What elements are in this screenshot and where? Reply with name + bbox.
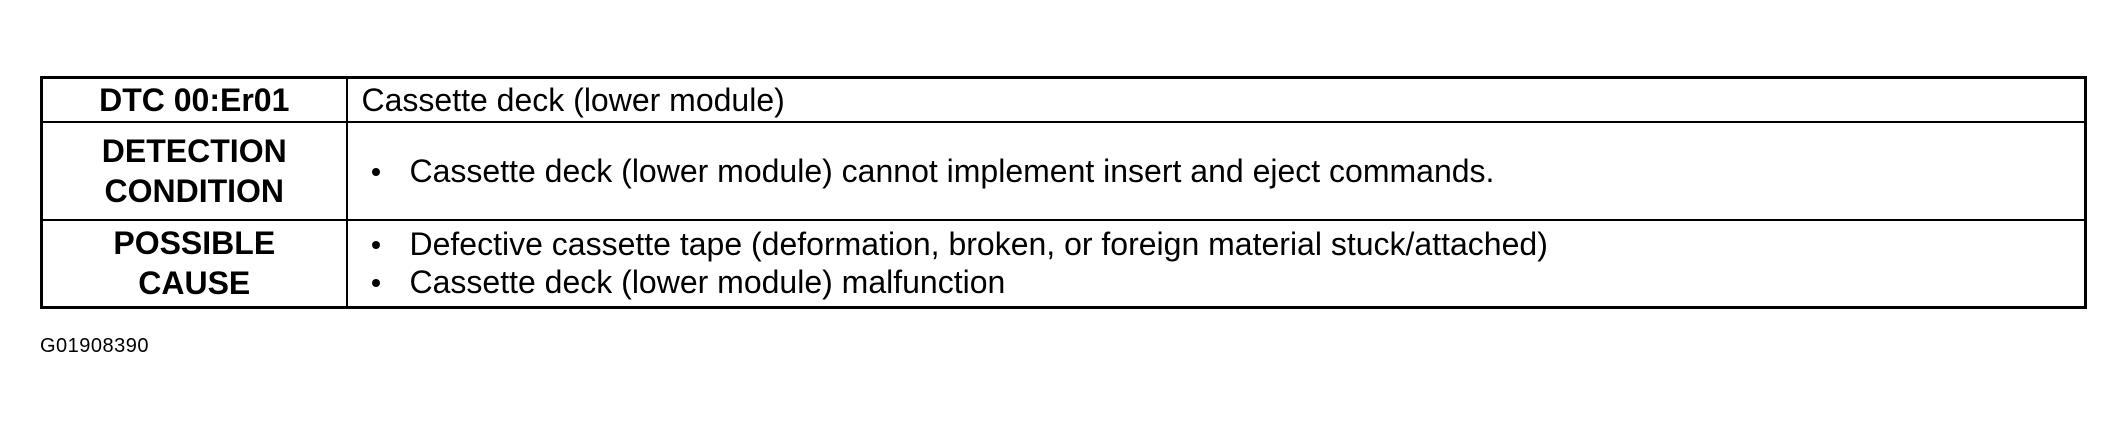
dtc-info-table: DTC 00:Er01 Cassette deck (lower module)… — [40, 76, 2087, 309]
list-item: Cassette deck (lower module) cannot impl… — [362, 152, 2085, 190]
possible-cause-value: Defective cassette tape (deformation, br… — [345, 218, 2087, 309]
possible-cause-list: Defective cassette tape (deformation, br… — [362, 225, 2085, 301]
list-item: Cassette deck (lower module) malfunction — [362, 263, 2085, 301]
dtc-code-row: DTC 00:Er01 Cassette deck (lower module) — [40, 76, 2087, 123]
bullet-icon — [371, 241, 380, 250]
possible-cause-row: POSSIBLE CAUSE Defective cassette tape (… — [40, 218, 2087, 309]
list-item-text: Cassette deck (lower module) malfunction — [409, 264, 1006, 301]
detection-condition-list: Cassette deck (lower module) cannot impl… — [362, 152, 2085, 190]
bullet-icon — [371, 167, 380, 176]
possible-cause-label-line-1: POSSIBLE — [113, 225, 276, 262]
detection-condition-label: DETECTION CONDITION — [40, 120, 348, 221]
bullet-icon — [371, 279, 380, 288]
possible-cause-label-line-2: CAUSE — [138, 265, 251, 302]
dtc-code-label: DTC 00:Er01 — [40, 76, 348, 123]
list-item: Defective cassette tape (deformation, br… — [362, 225, 2085, 263]
detection-condition-value: Cassette deck (lower module) cannot impl… — [345, 120, 2087, 221]
detection-condition-row: DETECTION CONDITION Cassette deck (lower… — [40, 120, 2087, 221]
possible-cause-label: POSSIBLE CAUSE — [40, 218, 348, 309]
dtc-description: Cassette deck (lower module) — [345, 76, 2087, 123]
detection-condition-label-line-1: DETECTION — [101, 132, 287, 169]
list-item-text: Defective cassette tape (deformation, br… — [409, 226, 1548, 263]
detection-condition-label-line-2: CONDITION — [104, 172, 285, 209]
figure-id: G01908390 — [40, 335, 150, 357]
list-item-text: Cassette deck (lower module) cannot impl… — [409, 152, 1495, 189]
